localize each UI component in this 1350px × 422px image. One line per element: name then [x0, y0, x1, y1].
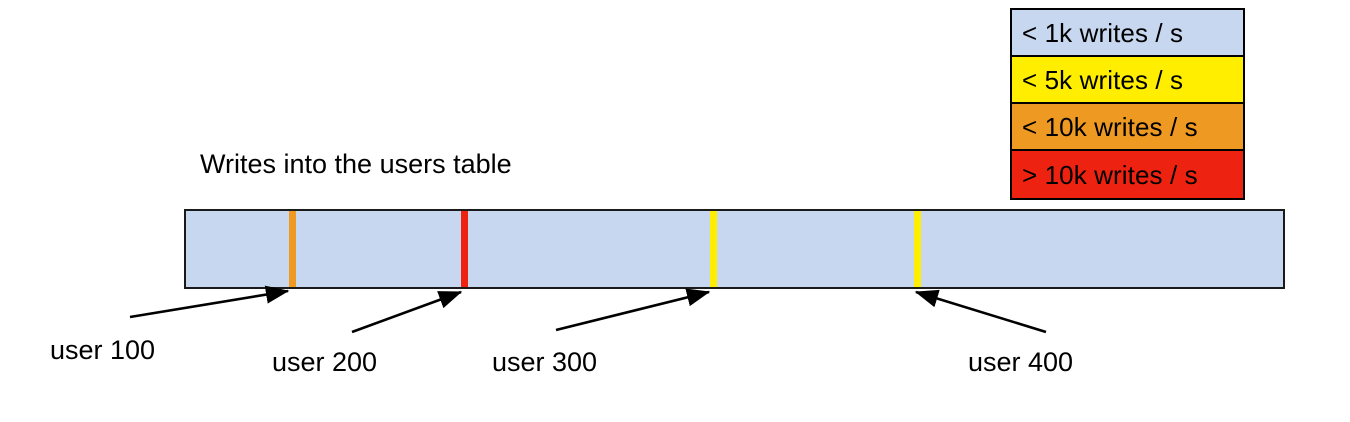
arrow-user-200: [351, 290, 463, 334]
legend-row-under-10k: < 10k writes / s: [1012, 104, 1243, 151]
write-rate-legend: < 1k writes / s < 5k writes / s < 10k wr…: [1010, 8, 1245, 200]
label-user-300: user 300: [492, 347, 598, 377]
legend-label-under-10k: < 10k writes / s: [1022, 111, 1198, 142]
label-user-100: user 100: [50, 335, 156, 365]
arrow-user-300: [555, 288, 711, 332]
legend-label-over-10k: > 10k writes / s: [1022, 159, 1198, 190]
user-200-stripe: [461, 211, 468, 287]
legend-row-over-10k: > 10k writes / s: [1012, 151, 1243, 198]
user-100-stripe: [289, 211, 296, 287]
label-user-200: user 200: [272, 347, 378, 377]
chart-title: Writes into the users table: [200, 149, 512, 179]
arrow-user-100: [129, 285, 290, 319]
user-400-stripe: [914, 211, 921, 287]
legend-label-under-1k: < 1k writes / s: [1022, 17, 1184, 48]
user-300-stripe: [710, 211, 717, 287]
legend-row-under-1k: < 1k writes / s: [1012, 10, 1243, 57]
users-table-bar: [184, 209, 1285, 289]
arrow-user-400: [914, 289, 1047, 334]
legend-row-under-5k: < 5k writes / s: [1012, 57, 1243, 104]
legend-label-under-5k: < 5k writes / s: [1022, 64, 1184, 95]
label-user-400: user 400: [968, 347, 1074, 377]
